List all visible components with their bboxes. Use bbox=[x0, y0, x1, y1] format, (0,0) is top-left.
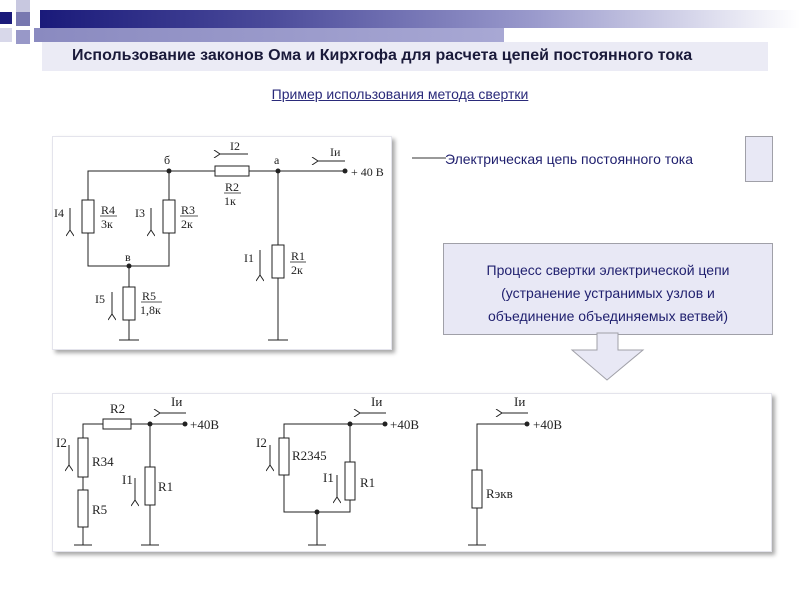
process-line: Процесс свертки электрической цепи bbox=[486, 262, 730, 278]
step1-i2-label: I2 bbox=[56, 435, 67, 450]
step3-r-eq-label: Rэкв bbox=[486, 486, 513, 501]
r5-value: 1,8к bbox=[140, 303, 161, 317]
source-label: + 40 В bbox=[351, 165, 384, 179]
r3-label: R3 bbox=[181, 203, 195, 217]
circuit-label: Электрическая цепь постоянного тока bbox=[445, 151, 694, 167]
step2-i1-label: I1 bbox=[323, 470, 334, 485]
i-source-label: Iи bbox=[330, 145, 341, 159]
i4-label: I4 bbox=[54, 206, 64, 220]
reduced-circuits-panel bbox=[52, 393, 772, 552]
i5-label: I5 bbox=[95, 292, 105, 306]
r2-label: R2 bbox=[225, 180, 239, 194]
resistor-r4 bbox=[81, 199, 95, 234]
down-arrow-icon bbox=[570, 332, 645, 381]
step1-r2-label: R2 bbox=[110, 401, 125, 416]
r4-label: R4 bbox=[101, 203, 115, 217]
step1-r34-label: R34 bbox=[92, 454, 114, 469]
callout-tab bbox=[745, 136, 773, 182]
r2-value: 1к bbox=[224, 194, 236, 208]
resistor-r5 bbox=[122, 286, 136, 321]
step1-i-source-label: Iи bbox=[171, 394, 182, 409]
step2-r1-label: R1 bbox=[360, 475, 375, 490]
r5-label: R5 bbox=[142, 289, 156, 303]
i1-label: I1 bbox=[244, 251, 254, 265]
original-circuit bbox=[70, 154, 348, 341]
step2-r2345-label: R2345 bbox=[292, 448, 327, 463]
decor-square bbox=[16, 12, 30, 26]
node-b-label: б bbox=[164, 153, 170, 167]
step3-source-label: +40В bbox=[533, 417, 562, 432]
step1-i1-label: I1 bbox=[122, 472, 133, 487]
page-title: Использование законов Ома и Кирхгофа для… bbox=[72, 47, 693, 64]
i2-label: I2 bbox=[230, 139, 240, 153]
header-sub-bar bbox=[34, 28, 504, 42]
header-gradient-bar bbox=[40, 10, 800, 28]
step3-circuit bbox=[468, 413, 530, 546]
title-box bbox=[42, 42, 768, 71]
node-v-label: в bbox=[125, 250, 131, 264]
step1-r5-label: R5 bbox=[92, 502, 107, 517]
i3-label: I3 bbox=[135, 206, 145, 220]
step2-source-label: +40В bbox=[390, 417, 419, 432]
step2-i2-label: I2 bbox=[256, 435, 267, 450]
step3-i-source-label: Iи bbox=[514, 394, 525, 409]
process-line: (устранение устранимых узлов и bbox=[501, 285, 715, 301]
r4-value: 3к bbox=[101, 217, 113, 231]
resistor-r3 bbox=[162, 199, 176, 234]
decor-square bbox=[16, 30, 30, 44]
decor-square bbox=[16, 0, 30, 12]
resistor-r1 bbox=[271, 244, 285, 279]
step2-circuit bbox=[270, 413, 388, 546]
process-callout: Процесс свертки электрической цепи (устр… bbox=[443, 243, 773, 335]
step1-r1-label: R1 bbox=[158, 479, 173, 494]
decor-square bbox=[0, 28, 12, 42]
node-a-label: а bbox=[274, 153, 280, 167]
r3-value: 2к bbox=[181, 217, 193, 231]
r1-label: R1 bbox=[291, 249, 305, 263]
step1-circuit bbox=[69, 413, 188, 546]
step1-source-label: +40В bbox=[190, 417, 219, 432]
decor-square bbox=[0, 12, 12, 24]
page-subtitle-link[interactable]: Пример использования метода свертки bbox=[271, 86, 529, 102]
process-line: объединение объединяемых ветвей) bbox=[487, 308, 729, 324]
step2-i-source-label: Iи bbox=[371, 394, 382, 409]
r1-value: 2к bbox=[291, 263, 303, 277]
resistor-r2 bbox=[214, 165, 250, 177]
